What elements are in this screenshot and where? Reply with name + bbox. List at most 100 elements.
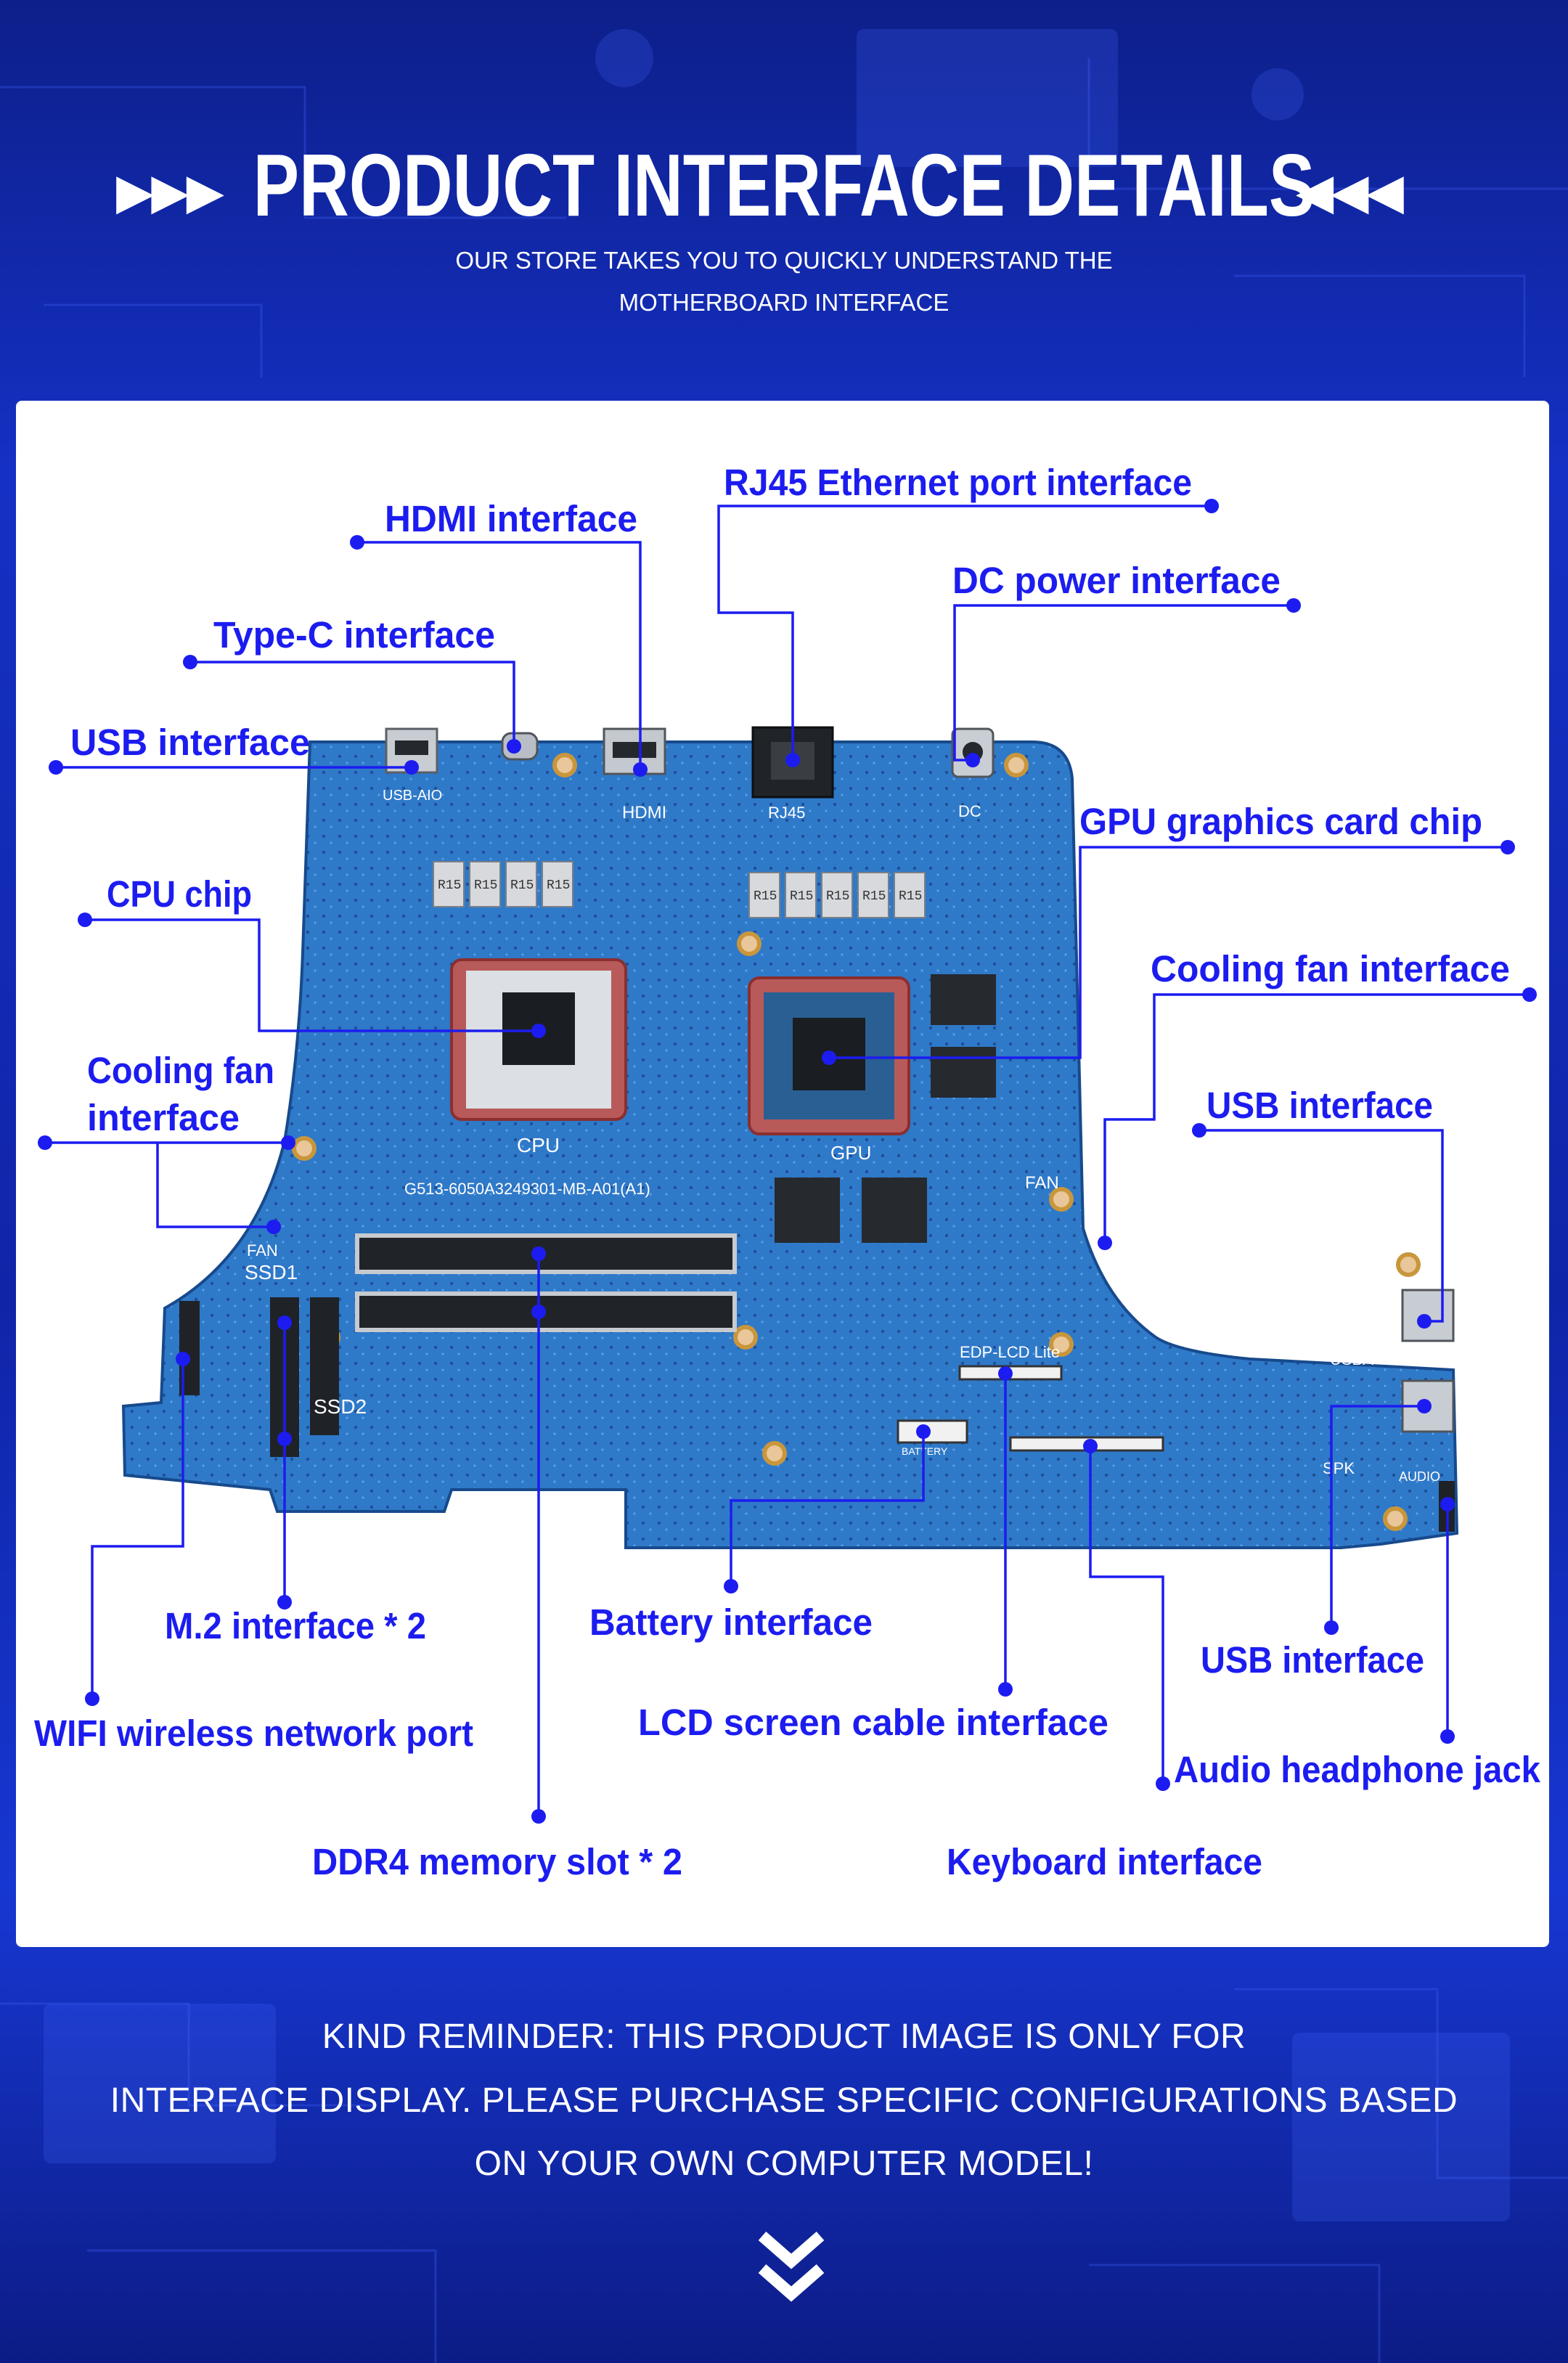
leader-dot-cooling-fan-left-end2 [266, 1220, 281, 1234]
inductor-label: R15 [510, 878, 534, 893]
leader-keyboard [1089, 1446, 1164, 1784]
mounting-holes [292, 753, 1421, 1531]
leader-dot-dc [1286, 598, 1301, 613]
leader-dot-cooling-fan-left [38, 1135, 52, 1150]
inductor-label: R15 [547, 878, 570, 893]
leader-dot-cpu-end [531, 1024, 546, 1038]
silk-fan-right: FAN [1025, 1173, 1059, 1193]
leader-dot-wifi-end [176, 1352, 190, 1366]
silk-cpu: CPU [517, 1134, 560, 1156]
callout-usb-right-bottom: USB interface [1201, 1639, 1424, 1681]
leader-dot-battery [724, 1579, 738, 1593]
leader-dot-rj45-end [785, 753, 800, 767]
leader-dot-usb-right-top [1192, 1123, 1206, 1138]
silk-usb-aio: USB-AIO [383, 788, 442, 804]
reminder-line-1: KIND REMINDER: THIS PRODUCT IMAGE IS ONL… [322, 2017, 1246, 2056]
leader-dot-hdmi [350, 535, 364, 550]
battery-connector [897, 1419, 968, 1444]
silk-dc: DC [958, 802, 981, 820]
leader-usb-right-bottom [1330, 1405, 1424, 1628]
leader-dot-type-c [183, 655, 197, 669]
callout-usb-right-top: USB interface [1206, 1085, 1433, 1126]
silk-ssd1: SSD1 [245, 1261, 298, 1283]
callout-cooling-fan-left-line1: Cooling fan [87, 1050, 274, 1091]
leader-battery [730, 1432, 925, 1586]
leader-cpu [85, 918, 539, 1032]
reminder-line-3: ON YOUR OWN COMPUTER MODEL! [474, 2144, 1094, 2183]
leader-dot-usb-top-left [49, 760, 63, 775]
silk-usba-top: USBA [1342, 1256, 1385, 1274]
leader-dot-cooling-fan-right-end [1098, 1236, 1112, 1250]
leader-dot-lcd [998, 1682, 1013, 1697]
leader-hdmi [357, 541, 642, 770]
subtitle-line-2: MOTHERBOARD INTERFACE [618, 289, 950, 316]
leader-dot-cooling-fan-left-end [281, 1135, 295, 1150]
silk-ssd2: SSD2 [314, 1395, 367, 1418]
leader-dot-battery-end [916, 1424, 931, 1439]
callout-cooling-fan-right: Cooling fan interface [1151, 948, 1510, 989]
reminder-line-2: INTERFACE DISPLAY. PLEASE PURCHASE SPECI… [110, 2081, 1458, 2120]
leader-type-c [190, 661, 515, 746]
leader-dot-m2-end-1 [277, 1315, 292, 1330]
leader-wifi [91, 1359, 184, 1699]
inductor-label: R15 [790, 889, 813, 904]
leader-dot-usb-top-left-end [404, 760, 419, 775]
silk-spk: SPK [1323, 1459, 1355, 1477]
callout-dc-power: DC power interface [952, 560, 1281, 601]
silk-rj45: RJ45 [768, 804, 805, 822]
leader-gpu [829, 846, 1508, 1059]
leader-dot-type-c-end [507, 739, 521, 754]
leader-dc [953, 604, 1294, 762]
silk-usba-bottom: USBA [1330, 1350, 1373, 1368]
silk-battery: BATTERY [902, 1445, 948, 1457]
leader-dot-keyboard-end [1083, 1439, 1098, 1453]
callout-audio: Audio headphone jack [1174, 1749, 1541, 1790]
leader-dot-dc-end [965, 753, 980, 767]
silk-model: G513-6050A3249301-MB-A01(A1) [404, 1180, 650, 1198]
cpu-socket [450, 958, 627, 1121]
silk-fan-left: FAN [247, 1241, 278, 1260]
motherboard-diagram: R15 R15 R15 R15 R15 R15 R15 R15 R15 [34, 462, 1541, 1882]
leader-dot-gpu-end [822, 1050, 836, 1065]
double-chevron-down-icon [758, 2231, 825, 2302]
callout-gpu: GPU graphics card chip [1079, 801, 1482, 842]
callout-usb-top-left: USB interface [70, 722, 310, 763]
callout-lcd: LCD screen cable interface [638, 1702, 1108, 1743]
leader-lines [38, 499, 1537, 1824]
callout-battery: Battery interface [589, 1601, 873, 1643]
callout-type-c: Type-C interface [213, 614, 495, 656]
leader-dot-cooling-fan-right [1522, 987, 1537, 1002]
leader-dot-ddr4 [531, 1809, 546, 1824]
decor-arrows-right: ◀◀◀ [1296, 163, 1404, 221]
inductor-label: R15 [826, 889, 849, 904]
silk-audio: AUDIO [1399, 1469, 1440, 1484]
inductor-label: R15 [899, 889, 922, 904]
callout-cooling-fan-left-line2: interface [87, 1097, 240, 1138]
m2-slots [179, 1297, 339, 1457]
diagram-card: R15 R15 R15 R15 R15 R15 R15 R15 R15 [16, 401, 1549, 1947]
leader-dot-cpu [78, 913, 92, 927]
silk-gpu: GPU [830, 1142, 871, 1164]
leader-dot-usb-right-bottom [1324, 1620, 1339, 1635]
leader-dot-ddr4-end-1 [531, 1246, 546, 1261]
inductor-label: R15 [438, 878, 461, 893]
leader-dot-usb-right-bottom-end [1417, 1399, 1432, 1413]
callout-hdmi: HDMI interface [385, 498, 637, 539]
leader-dot-gpu [1500, 840, 1515, 854]
inductor-label: R15 [862, 889, 886, 904]
callout-keyboard: Keyboard interface [947, 1841, 1262, 1882]
inductor-label: R15 [474, 878, 497, 893]
silk-hdmi: HDMI [622, 803, 666, 823]
callout-rj45: RJ45 Ethernet port interface [724, 462, 1192, 503]
leader-usb-right-top [1199, 1129, 1444, 1323]
ddr4-slots [355, 1233, 737, 1332]
leader-dot-audio [1440, 1729, 1455, 1744]
subtitle-line-1: OUR STORE TAKES YOU TO QUICKLY UNDERSTAN… [455, 247, 1113, 274]
motherboard-pcb [121, 740, 1459, 1549]
callout-m2: M.2 interface * 2 [165, 1605, 426, 1646]
leader-dot-keyboard [1156, 1776, 1170, 1791]
callout-cpu: CPU chip [107, 873, 252, 915]
leader-dot-hdmi-end [633, 762, 648, 777]
leader-dot-m2 [277, 1595, 292, 1609]
